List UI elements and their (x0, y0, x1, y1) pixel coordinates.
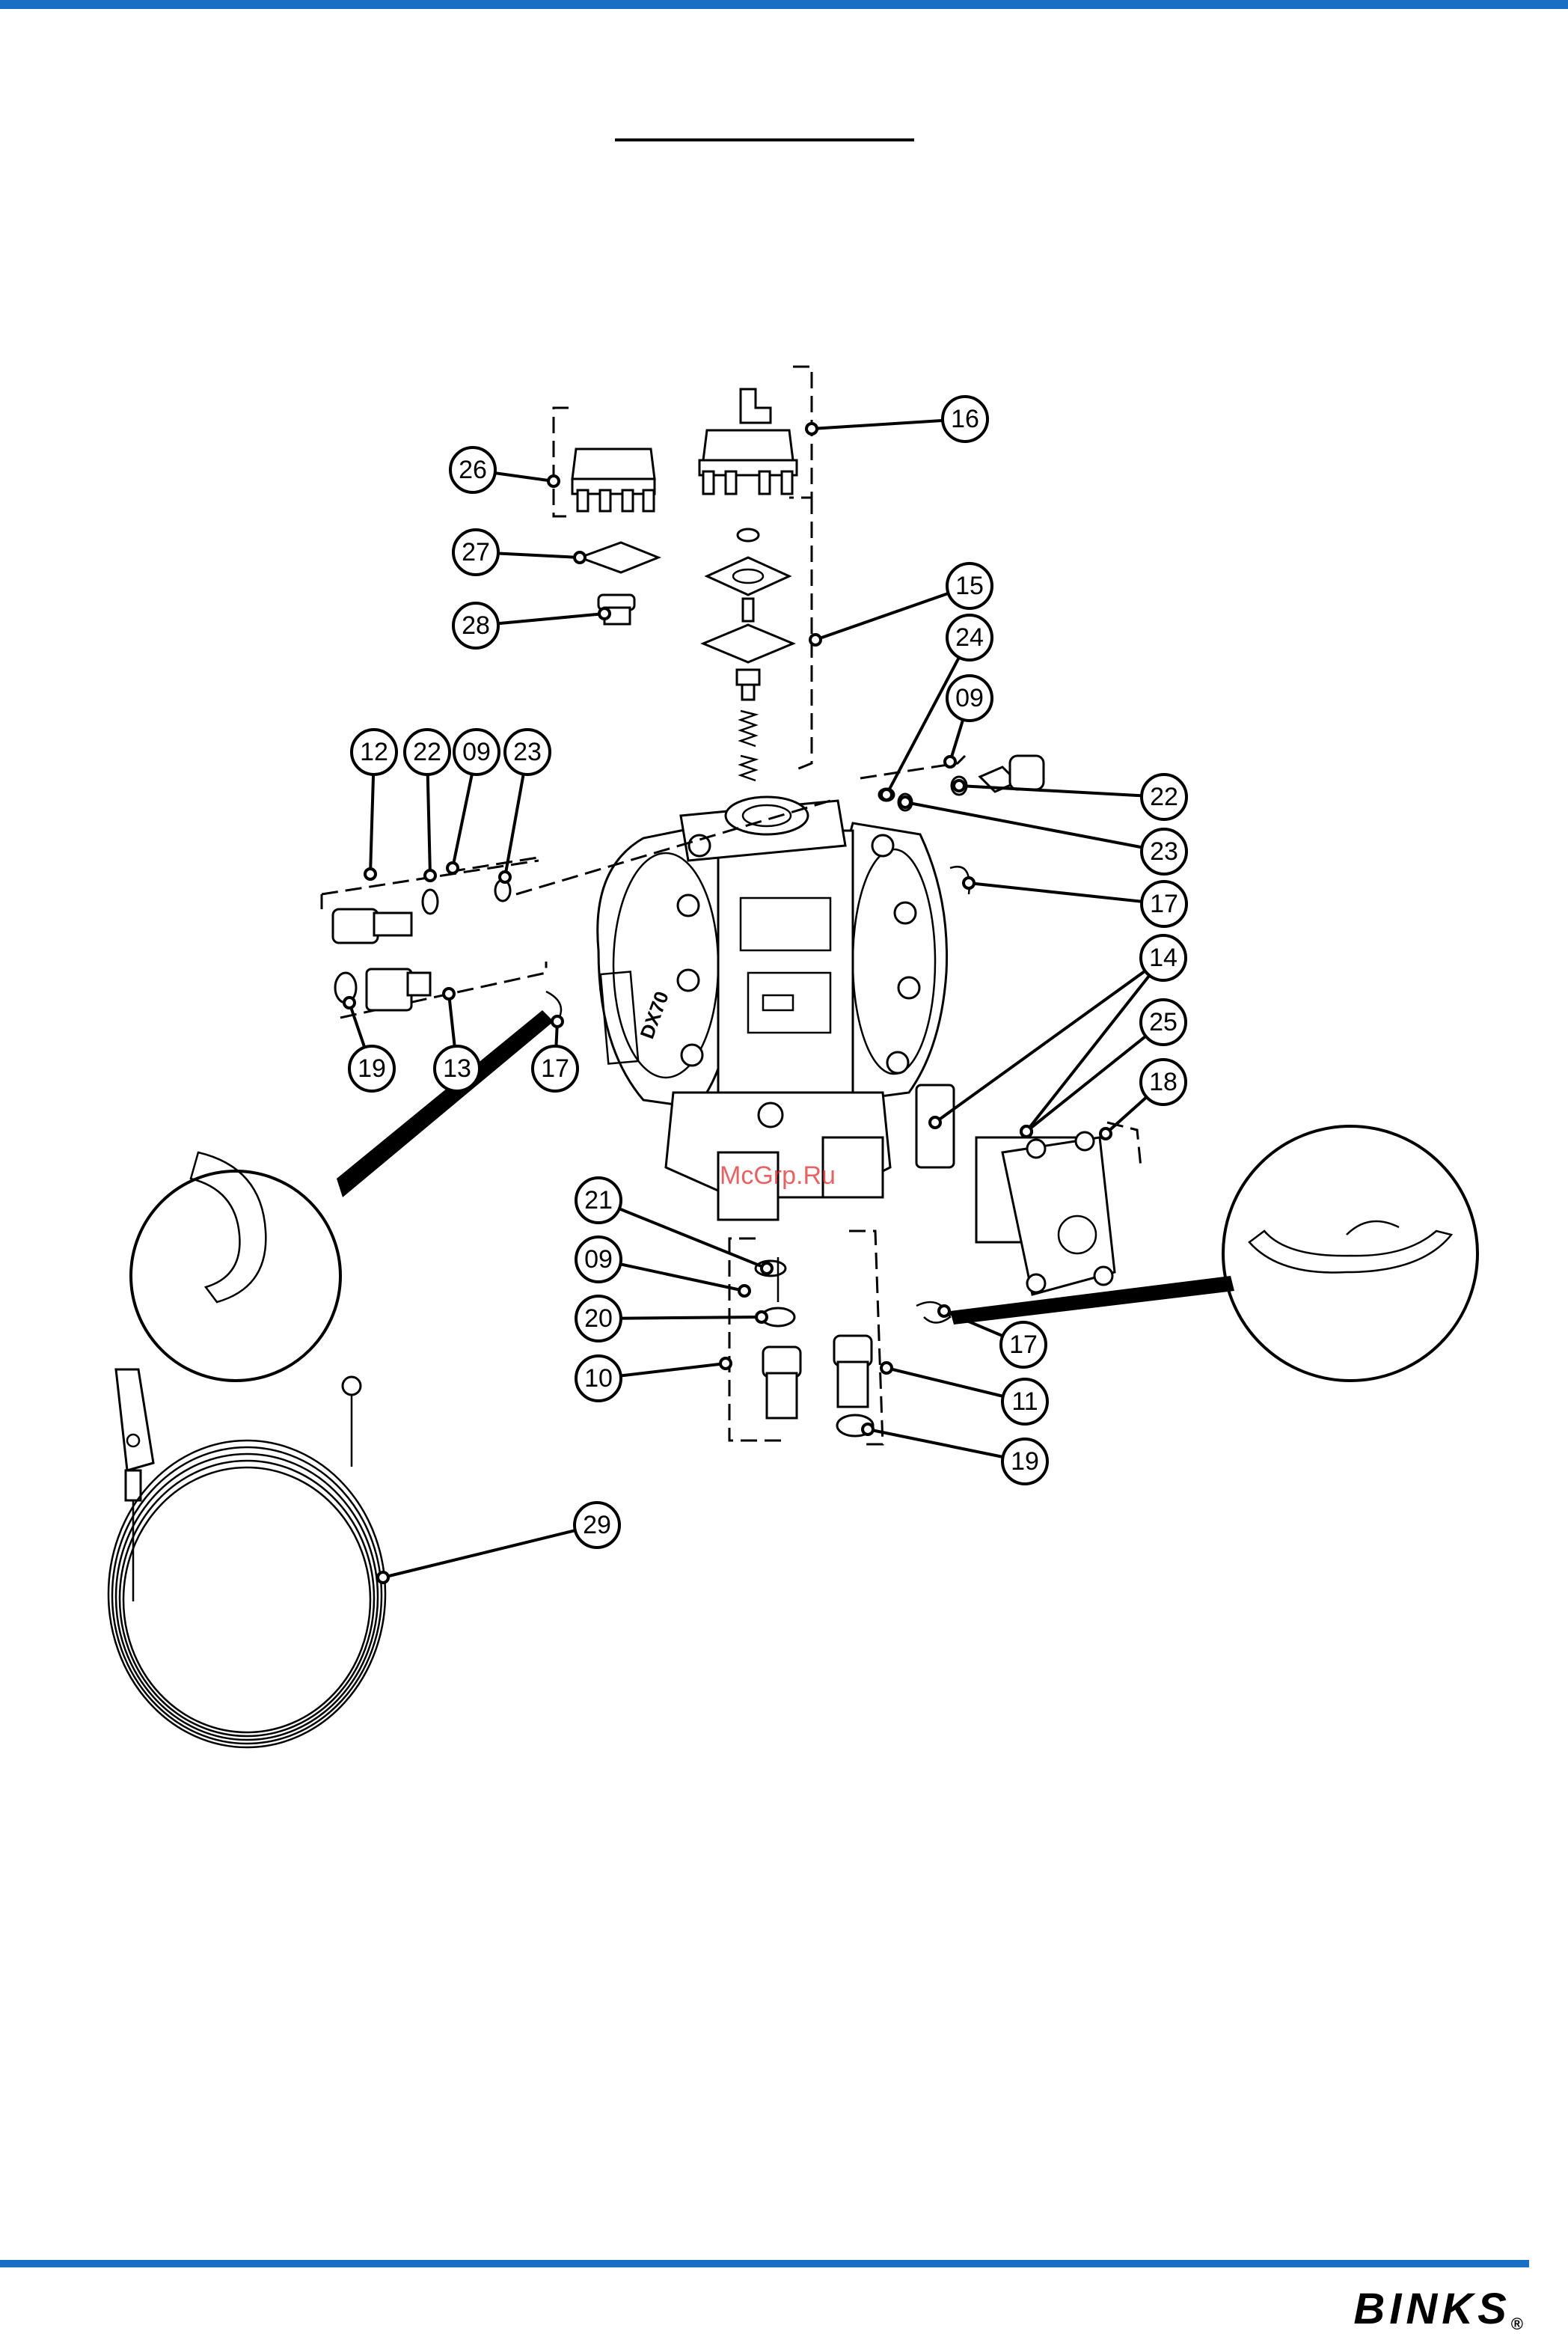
callout-18: 18 (1100, 1060, 1186, 1139)
callout-leader-dot (930, 1117, 940, 1128)
callout-leader-dot (739, 1286, 750, 1296)
callout-leader-dot (881, 1363, 892, 1373)
callout-label: 11 (1011, 1387, 1038, 1416)
callout-label: 19 (1011, 1447, 1039, 1476)
callout-label: 15 (955, 572, 984, 600)
callout-label: 21 (584, 1186, 613, 1215)
callout-leader-dot (945, 757, 955, 767)
callout-leader-dot (1100, 1128, 1111, 1139)
callout-22: 22 (405, 730, 450, 881)
callout-16: 16 (806, 397, 987, 442)
callout-leader-dot (939, 1306, 949, 1316)
callout-label: 17 (541, 1054, 569, 1083)
callout-leader-dot (720, 1358, 731, 1369)
callout-19: 19 (863, 1424, 1047, 1484)
callout-label: 14 (1149, 944, 1177, 972)
callout-label: 26 (459, 456, 487, 484)
callout-leader-dot (425, 870, 435, 881)
callout-leader-dot (344, 998, 355, 1008)
callout-leader-dot (378, 1572, 388, 1583)
callout-leader-dot (881, 789, 892, 800)
callout-leader (1026, 958, 1163, 1131)
callout-09: 09 (576, 1237, 750, 1296)
callout-13: 13 (435, 989, 480, 1091)
detail-magnifier-left (131, 1010, 554, 1381)
callout-leader (383, 1525, 597, 1577)
watermark: McGrp.Ru (720, 1161, 836, 1190)
callout-29: 29 (378, 1503, 619, 1583)
callout-label: 12 (360, 738, 388, 766)
callout-label: 23 (513, 738, 542, 766)
air-valve-assembly (699, 389, 797, 780)
callout-leader-dot (762, 1263, 772, 1274)
callout-10: 10 (576, 1356, 731, 1401)
brand-logo: BINKS® (1353, 2284, 1523, 2334)
callout-leader-dot (599, 608, 610, 619)
callout-27: 27 (453, 530, 585, 575)
callout-label: 20 (584, 1304, 613, 1333)
callout-leader-dot (500, 872, 510, 882)
callout-28: 28 (453, 603, 610, 648)
callout-leader-dot (1021, 1126, 1032, 1137)
callout-leader-dot (900, 797, 910, 807)
callout-leader-dot (810, 635, 821, 645)
callout-leader-dot (444, 989, 454, 999)
callout-leader-dot (806, 424, 817, 434)
callout-11: 11 (881, 1363, 1047, 1424)
callout-leader-dot (365, 869, 376, 879)
callout-leader (905, 802, 1164, 852)
callout-leader (598, 1317, 762, 1319)
callout-label: 27 (462, 538, 490, 566)
callout-leader (935, 958, 1163, 1122)
callout-09: 09 (945, 676, 992, 767)
callout-leader-dot (756, 1312, 767, 1322)
callout-09: 09 (447, 730, 499, 873)
callout-leader (969, 883, 1164, 904)
callout-label: 17 (1150, 890, 1178, 918)
callout-leader (868, 1429, 1025, 1461)
callout-17: 17 (964, 878, 1186, 926)
callout-label: 18 (1149, 1068, 1177, 1096)
callout-label: 13 (443, 1054, 471, 1083)
callout-12: 12 (352, 730, 396, 879)
callout-label: 24 (955, 623, 984, 652)
callout-label: 22 (413, 738, 441, 766)
callout-label: 28 (462, 611, 490, 640)
callout-label: 09 (462, 738, 491, 766)
bottom-accent-rule (0, 2260, 1529, 2267)
callout-leader-dot (552, 1016, 563, 1027)
callout-26: 26 (450, 447, 559, 492)
callout-label: 17 (1009, 1331, 1038, 1359)
callout-label: 29 (583, 1511, 611, 1539)
callout-leader-dot (575, 552, 585, 563)
callout-label: 23 (1150, 837, 1178, 866)
callout-leader-dot (863, 1424, 873, 1435)
callout-leader (959, 786, 1164, 797)
callout-leader-dot (447, 863, 458, 873)
callout-label: 19 (358, 1054, 386, 1083)
callout-label: 25 (1149, 1008, 1177, 1036)
pump-body: DX70 (598, 797, 947, 1220)
ground-wire (108, 1369, 385, 1747)
callout-label: 09 (584, 1245, 613, 1274)
callout-label: 16 (951, 405, 979, 433)
valve-cap-assembly (554, 408, 658, 624)
callout-leader-dot (548, 476, 559, 486)
callout-leader-dot (964, 878, 974, 888)
callout-label: 09 (955, 684, 984, 712)
callout-leader-dot (954, 780, 964, 791)
callout-label: 22 (1150, 783, 1178, 811)
callout-label: 10 (584, 1364, 613, 1393)
callout-20: 20 (576, 1296, 767, 1341)
muffler-assembly (916, 1085, 1141, 1323)
